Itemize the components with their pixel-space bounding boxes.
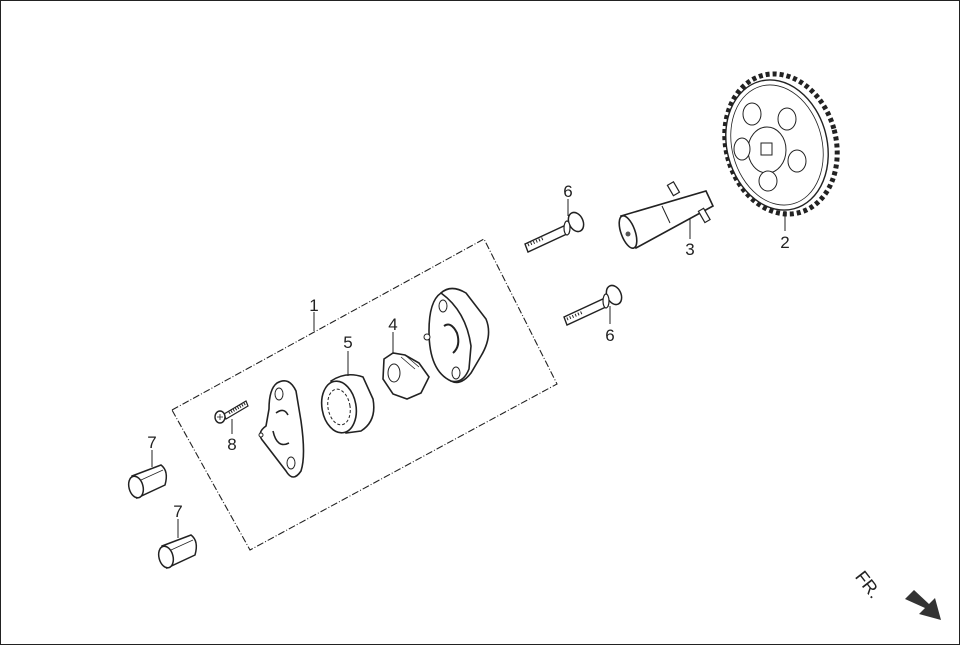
assembly-boundary (171, 238, 558, 551)
pump-body-icon[interactable] (423, 287, 490, 384)
callout-7-lower: 7 (173, 502, 183, 521)
screw-icon[interactable] (214, 400, 249, 424)
callout-6-upper: 6 (563, 182, 573, 201)
callout-4: 4 (388, 315, 398, 334)
callout-6-lower: 6 (605, 326, 615, 345)
callout-5: 5 (343, 333, 353, 352)
cover-plate-icon[interactable] (258, 380, 305, 478)
callout-3: 3 (685, 240, 695, 259)
bolt-icon[interactable] (524, 210, 587, 253)
arrow-front-icon (905, 590, 941, 620)
dowel-pin-icon[interactable] (156, 534, 198, 570)
callout-2: 2 (780, 233, 790, 252)
callout-1: 1 (309, 296, 319, 315)
callout-8: 8 (227, 435, 237, 454)
dowel-pin-icon[interactable] (126, 464, 168, 500)
inner-rotor-icon[interactable] (382, 352, 430, 400)
outer-rotor-icon[interactable] (318, 373, 375, 436)
bolt-icon[interactable] (563, 283, 625, 326)
callout-7-upper: 7 (147, 433, 157, 452)
gear-icon[interactable] (709, 61, 852, 227)
shaft-icon[interactable] (616, 180, 715, 251)
